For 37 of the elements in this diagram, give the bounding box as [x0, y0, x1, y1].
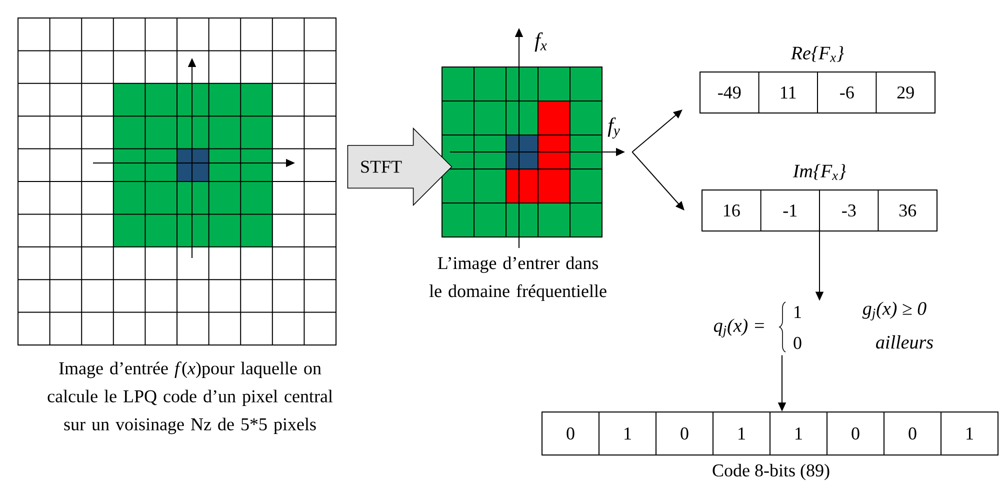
axis-label: f$_{x}$	[534, 32, 547, 52]
edge-label: STFT	[361, 160, 402, 173]
cell-value: 0	[852, 427, 860, 440]
node-text: q$_{j}$(x) = 1 0 g$_{j}$(x) ≥ 0 ailleurs	[714, 302, 933, 350]
value-row	[700, 72, 936, 114]
value-row	[702, 190, 938, 232]
cell-value: 1	[796, 428, 802, 440]
cell-value: -49	[718, 86, 741, 99]
cell-value: -1	[783, 204, 797, 216]
grid-drawing	[442, 66, 602, 238]
cell-value: 1	[966, 428, 973, 440]
grid-drawing	[18, 18, 336, 346]
formula-text: g$_{j}$(x) ≥ 0	[862, 302, 926, 320]
cell-value: -3	[842, 204, 856, 217]
node-label: Image d’entrée f(x)pour laquelle on calcule le LPQ code d’un pixel central sur un voisinage Nz de 5*5 pixels	[48, 362, 333, 434]
arrow	[632, 110, 682, 152]
value-row	[542, 412, 999, 456]
cell-value: 36	[899, 204, 916, 217]
cell-value: 0	[566, 427, 574, 440]
cell-value: 1	[738, 428, 745, 440]
cell-value: 29	[897, 86, 914, 99]
cell-value: 0	[908, 427, 916, 440]
node-label: Code 8-bits (89)	[712, 464, 830, 480]
formula-text: q$_{j}$(x) =	[714, 318, 764, 338]
cell-value: 11	[781, 86, 796, 98]
node-label: L’image d’entrer dans le domaine fréquentielle	[429, 256, 606, 301]
formula-text: 0	[794, 336, 802, 350]
axis-label: f$_{y}$	[608, 117, 620, 139]
formula-text: ailleurs	[876, 335, 933, 349]
cell-value: 16	[724, 204, 740, 217]
cell-value: -6	[840, 86, 854, 99]
formula-text: 1	[794, 306, 801, 318]
cell-value: 0	[680, 427, 688, 440]
arrow	[632, 152, 684, 210]
heading: Im{F$_{x}$}	[792, 164, 846, 180]
cell-value: 1	[624, 428, 631, 440]
heading: Re{F$_{x}$}	[790, 46, 844, 62]
